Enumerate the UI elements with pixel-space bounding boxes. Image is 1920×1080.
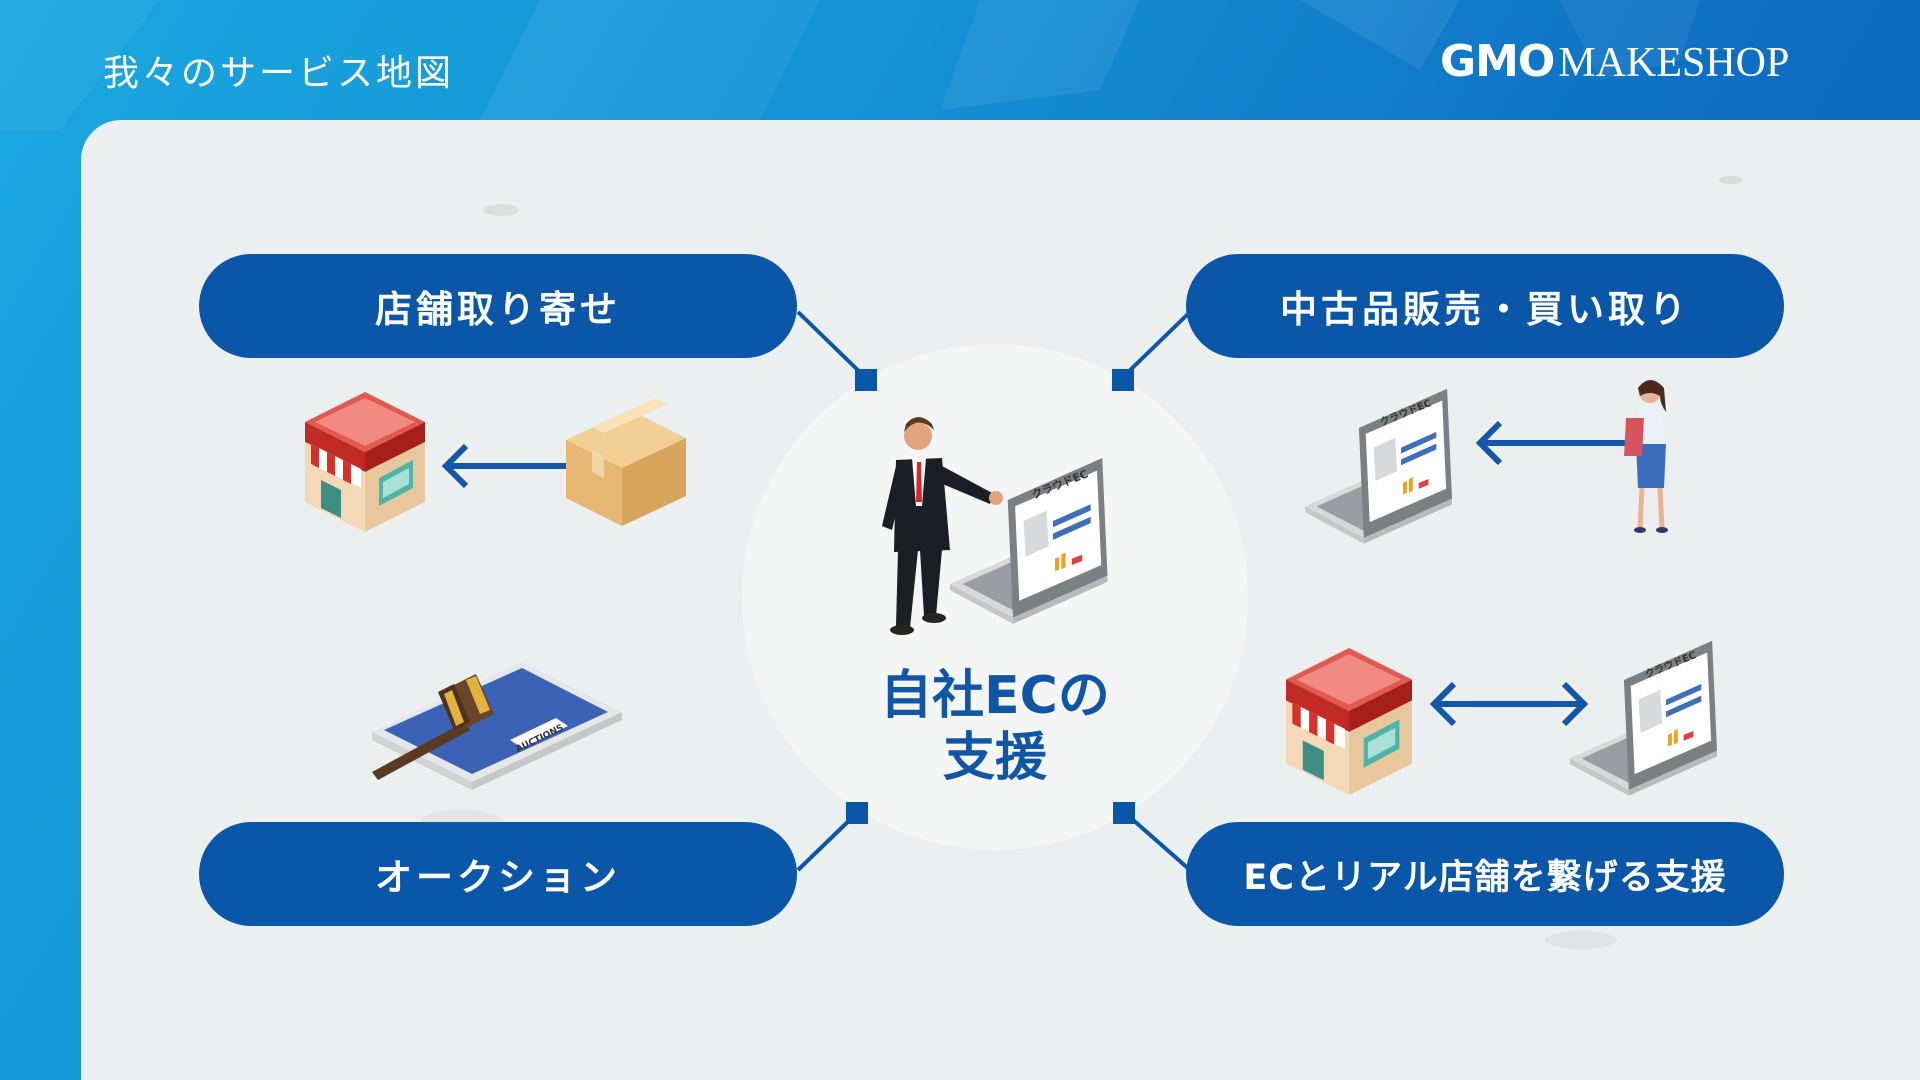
- woman-shopper-icon: [1624, 380, 1668, 533]
- double-arrow-icon: [1434, 684, 1584, 724]
- store-icon: [1286, 648, 1412, 795]
- auction-gavel-icon: [372, 662, 622, 790]
- laptop-icon: [1305, 389, 1452, 544]
- arrow-left-icon: [446, 446, 568, 486]
- laptop-icon: [1570, 641, 1717, 796]
- arrow-left-icon: [1480, 423, 1630, 463]
- box-icon: [566, 398, 686, 526]
- store-icon: [305, 392, 425, 532]
